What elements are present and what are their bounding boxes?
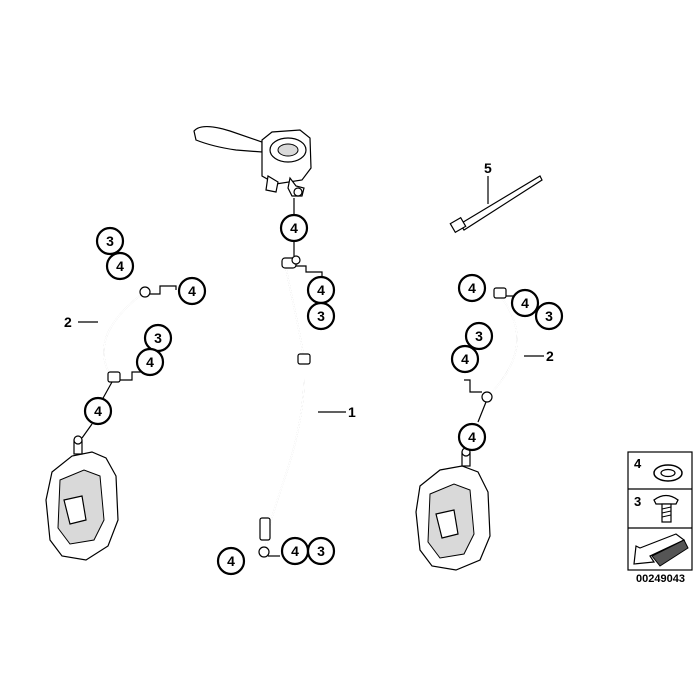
callout-4-right-mid: 4: [450, 344, 480, 374]
callout-4-right-top: 4: [457, 273, 487, 303]
svg-text:3: 3: [317, 543, 325, 559]
label-2-right: 2: [546, 348, 554, 364]
legend-label-3: 3: [634, 494, 641, 509]
callout-3-bottom-right: 3: [306, 536, 336, 566]
parts-legend: 4 3 00249043: [627, 451, 693, 585]
svg-text:4: 4: [521, 295, 529, 311]
callout-3-left-mid: 3: [143, 323, 173, 353]
svg-text:4: 4: [461, 351, 469, 367]
callout-4-bottom-left: 4: [216, 546, 246, 576]
callout-4-left-top: 4: [105, 251, 135, 281]
svg-text:3: 3: [106, 233, 114, 249]
legend-label-4: 4: [634, 456, 642, 471]
svg-text:3: 3: [317, 308, 325, 324]
brake-line-1: [258, 240, 346, 558]
svg-text:3: 3: [475, 328, 483, 344]
callout-3-right-mid: 3: [464, 321, 494, 351]
svg-text:4: 4: [146, 354, 154, 370]
callout-4-right-side: 4: [510, 288, 540, 318]
callout-4-master: 4: [279, 213, 309, 243]
label-1: 1: [348, 404, 356, 420]
brake-line-2-left: [78, 285, 177, 401]
callout-4-left-low: 4: [83, 396, 113, 426]
callout-3-top-center: 3: [306, 301, 336, 331]
svg-text:4: 4: [468, 429, 476, 445]
callout-4-right-low: 4: [457, 422, 487, 452]
callout-3-right-side: 3: [534, 301, 564, 331]
left-brake-caliper: [45, 423, 119, 561]
callout-4-top-center: 4: [306, 275, 336, 305]
svg-text:4: 4: [317, 282, 325, 298]
callout-4-bottom-right: 4: [280, 536, 310, 566]
svg-text:4: 4: [188, 283, 196, 299]
svg-text:3: 3: [545, 308, 553, 324]
svg-text:4: 4: [116, 258, 124, 274]
callout-3-left-top: 3: [95, 226, 125, 256]
right-brake-caliper: [415, 447, 491, 571]
svg-text:3: 3: [154, 330, 162, 346]
svg-text:4: 4: [468, 280, 476, 296]
drawing-number: 00249043: [636, 573, 685, 585]
callout-4-left-mid: 4: [135, 347, 165, 377]
banjo-bolt-icon: [653, 494, 679, 523]
svg-text:4: 4: [290, 220, 298, 236]
handlebar-master-cylinder: [193, 125, 312, 214]
callout-4-left-side: 4: [177, 276, 207, 306]
svg-text:4: 4: [227, 553, 235, 569]
cable-tie-5: [449, 175, 543, 234]
svg-text:4: 4: [291, 543, 299, 559]
label-2-left: 2: [64, 314, 72, 330]
arrow-icon: [630, 530, 690, 568]
label-5: 5: [484, 160, 492, 176]
svg-text:4: 4: [94, 403, 102, 419]
